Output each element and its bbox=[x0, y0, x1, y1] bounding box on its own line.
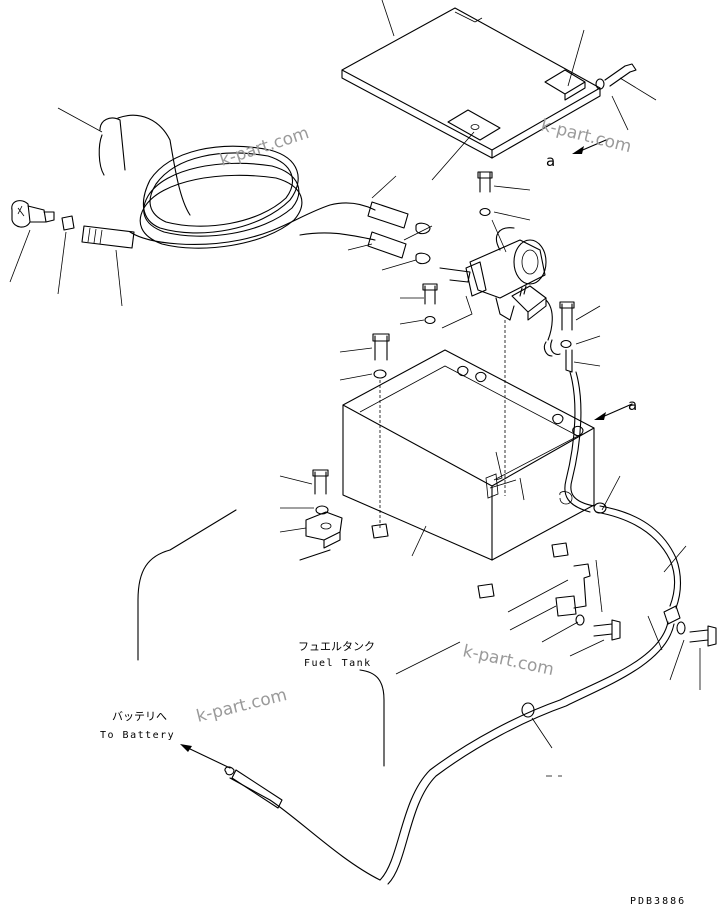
fuel-tank-label-en: Fuel Tank bbox=[304, 658, 372, 669]
harness-sleeves bbox=[367, 201, 431, 265]
watermark-2: k-part.com bbox=[539, 115, 634, 157]
leader-lines bbox=[9, 0, 701, 777]
motor-assembly bbox=[439, 227, 553, 341]
cover-bolt bbox=[595, 63, 637, 90]
drawing-code: PDB3886 bbox=[630, 896, 686, 907]
view-ref-label-1: a bbox=[546, 152, 555, 170]
battery-label-en: To Battery bbox=[100, 730, 175, 741]
bolts-upper bbox=[312, 171, 575, 515]
view-ref-label-2: a bbox=[628, 396, 637, 414]
watermark-4: k-part.com bbox=[194, 685, 289, 727]
fuel-tank-outline bbox=[137, 509, 385, 767]
cover-plate bbox=[341, 7, 601, 159]
battery-box bbox=[305, 320, 595, 599]
view-arrows bbox=[180, 139, 633, 769]
battery-cables bbox=[224, 339, 717, 885]
watermark-1: k-part.com bbox=[217, 123, 311, 171]
fuel-tank-label-jp: フュエルタンク bbox=[298, 640, 375, 653]
watermark-3: k-part.com bbox=[461, 641, 556, 680]
battery-label-jp: バッテリへ bbox=[112, 710, 167, 723]
wire-harness bbox=[11, 114, 376, 249]
